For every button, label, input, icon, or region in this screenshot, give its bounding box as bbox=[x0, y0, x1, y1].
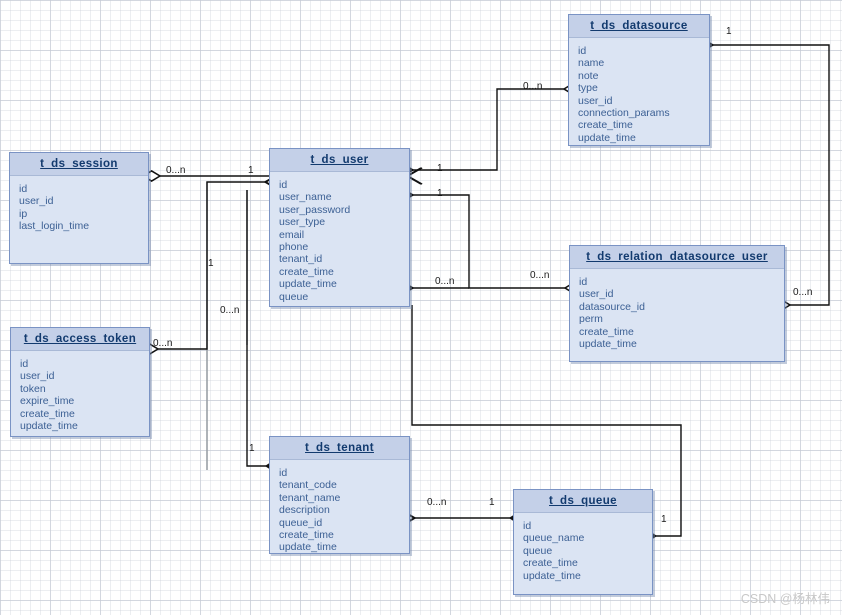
attribute: tenant_name bbox=[279, 491, 341, 504]
entity-attribute-list: id tenant_code tenant_name description q… bbox=[270, 460, 409, 559]
attribute: datasource_id bbox=[579, 300, 645, 313]
attribute: id bbox=[20, 358, 29, 370]
attribute: create_time bbox=[523, 557, 578, 570]
cardinality-label: 1 bbox=[437, 163, 443, 174]
attribute: update_time bbox=[279, 278, 337, 291]
attribute: user_id bbox=[20, 370, 55, 383]
entity-attribute-list: id user_id datasource_id perm create_tim… bbox=[570, 269, 784, 355]
cardinality-label: 1 bbox=[249, 443, 255, 454]
attribute: email bbox=[279, 228, 305, 241]
attribute: queue bbox=[279, 290, 309, 303]
cardinality-label: 1 bbox=[208, 258, 214, 269]
entity-t_ds_user[interactable]: t_ds_user id user_name user_password use… bbox=[269, 148, 410, 307]
attribute: id bbox=[578, 45, 587, 57]
cardinality-label: 1 bbox=[726, 26, 732, 37]
entity-title: t_ds_relation_datasource_user bbox=[570, 246, 784, 269]
entity-attribute-list: id user_id ip last_login_time bbox=[10, 176, 148, 238]
entity-t_ds_queue[interactable]: t_ds_queue id queue_name queue create_ti… bbox=[513, 489, 653, 595]
attribute: tenant_code bbox=[279, 479, 337, 492]
entity-t_ds_access_token[interactable]: t_ds_access_token id user_id token expir… bbox=[10, 327, 150, 437]
attribute: update_time bbox=[279, 541, 337, 554]
entity-title: t_ds_datasource bbox=[569, 15, 709, 38]
attribute: user_password bbox=[279, 203, 351, 216]
attribute: id bbox=[579, 276, 588, 288]
attribute: token bbox=[20, 382, 46, 395]
attribute: queue bbox=[523, 544, 553, 557]
attribute: name bbox=[578, 57, 605, 70]
attribute: connection_params bbox=[578, 107, 670, 120]
attribute: phone bbox=[279, 241, 309, 254]
entity-attribute-list: id user_id token expire_time create_time… bbox=[11, 351, 149, 437]
cardinality-label: 0...n bbox=[166, 165, 186, 176]
cardinality-label: 0...n bbox=[793, 287, 813, 298]
attribute: perm bbox=[579, 313, 603, 326]
attribute: create_time bbox=[579, 325, 634, 338]
cardinality-label: 0...n bbox=[530, 270, 550, 281]
attribute: create_time bbox=[578, 119, 633, 132]
attribute: user_id bbox=[19, 195, 54, 208]
attribute: description bbox=[279, 504, 330, 517]
attribute: queue_name bbox=[523, 532, 585, 545]
watermark: CSDN @杨林伟 bbox=[740, 592, 830, 606]
attribute: expire_time bbox=[20, 395, 75, 408]
attribute: last_login_time bbox=[19, 220, 90, 233]
attribute: create_time bbox=[279, 265, 334, 278]
attribute: id bbox=[19, 183, 28, 195]
entity-title: t_ds_session bbox=[10, 153, 148, 176]
cardinality-label: 1 bbox=[489, 497, 495, 508]
attribute: update_time bbox=[523, 569, 581, 582]
cardinality-label: 0...n bbox=[435, 276, 455, 287]
entity-t_ds_datasource[interactable]: t_ds_datasource id name note type user_i… bbox=[568, 14, 710, 146]
attribute: user_id bbox=[578, 94, 613, 107]
cardinality-label: 0...n bbox=[523, 81, 543, 92]
edge-user-tenant bbox=[246, 190, 266, 466]
entity-title: t_ds_tenant bbox=[270, 437, 409, 460]
entity-t_ds_tenant[interactable]: t_ds_tenant id tenant_code tenant_name d… bbox=[269, 436, 410, 554]
attribute: create_time bbox=[279, 529, 334, 542]
entity-t_ds_relation_datasource_user[interactable]: t_ds_relation_datasource_user id user_id… bbox=[569, 245, 785, 362]
attribute: user_type bbox=[279, 216, 326, 229]
entity-title: t_ds_queue bbox=[514, 490, 652, 513]
attribute: update_time bbox=[20, 420, 78, 433]
cardinality-label: 1 bbox=[437, 188, 443, 199]
attribute: create_time bbox=[20, 407, 75, 420]
attribute: ip bbox=[19, 207, 28, 220]
attribute: tenant_id bbox=[279, 253, 323, 266]
attribute: update_time bbox=[578, 131, 636, 144]
entity-attribute-list: id user_name user_password user_type ema… bbox=[270, 172, 409, 308]
cardinality-label: 0...n bbox=[427, 497, 447, 508]
attribute: update_time bbox=[579, 338, 637, 351]
attribute: note bbox=[578, 69, 599, 82]
attribute: id bbox=[279, 179, 288, 191]
attribute: id bbox=[279, 467, 288, 479]
entity-title: t_ds_user bbox=[270, 149, 409, 172]
attribute: user_id bbox=[579, 288, 614, 301]
attribute: type bbox=[578, 82, 598, 95]
edge-datasource-user bbox=[412, 89, 564, 170]
entity-t_ds_session[interactable]: t_ds_session id user_id ip last_login_ti… bbox=[9, 152, 149, 264]
cardinality-label: 1 bbox=[661, 514, 667, 525]
attribute: id bbox=[523, 520, 532, 532]
entity-title: t_ds_access_token bbox=[11, 328, 149, 351]
cardinality-label: 1 bbox=[248, 165, 254, 176]
attribute: queue_id bbox=[279, 516, 323, 529]
cardinality-label: 0...n bbox=[220, 305, 240, 316]
attribute: user_name bbox=[279, 191, 332, 204]
cardinality-label: 0...n bbox=[153, 338, 173, 349]
entity-attribute-list: id name note type user_id connection_par… bbox=[569, 38, 709, 149]
entity-attribute-list: id queue_name queue create_time update_t… bbox=[514, 513, 652, 587]
